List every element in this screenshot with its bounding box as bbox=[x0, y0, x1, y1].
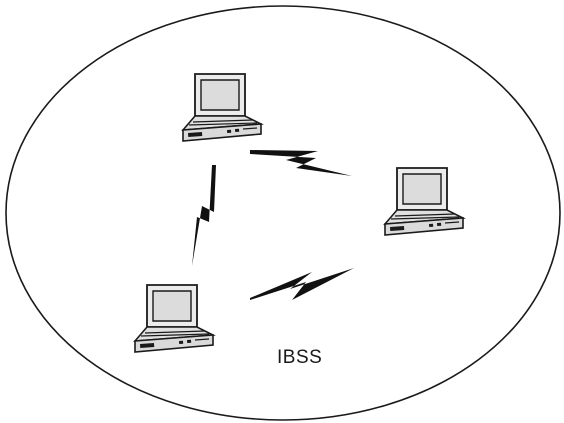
laptop-icon bbox=[182, 73, 262, 142]
ibss-label: IBSS bbox=[277, 347, 323, 368]
wireless-link-icon bbox=[250, 150, 352, 176]
wireless-link-icon bbox=[192, 165, 216, 266]
wireless-link-icon bbox=[250, 268, 354, 300]
laptop-icon bbox=[134, 284, 214, 353]
ibss-boundary bbox=[5, 5, 561, 421]
laptop-icon bbox=[384, 167, 464, 236]
